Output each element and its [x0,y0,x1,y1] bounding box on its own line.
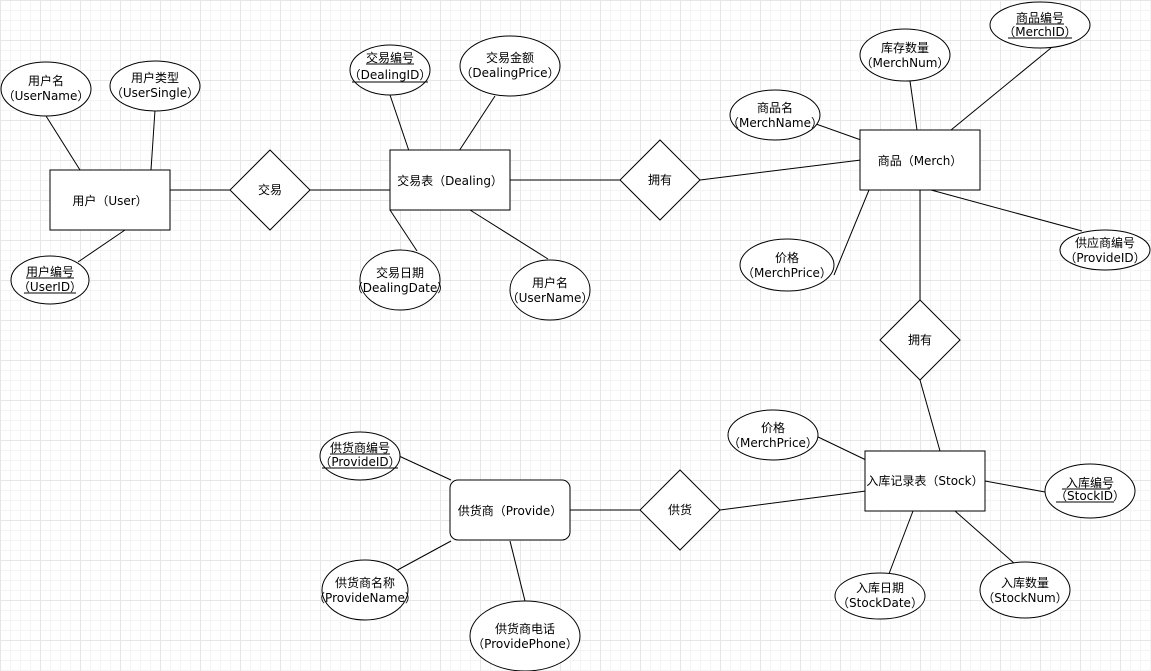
edge-provide-provideid [398,455,452,481]
relationship-supply[interactable] [639,469,721,551]
attr-merchname[interactable] [729,89,821,141]
entity-dealing[interactable] [389,149,511,211]
edge-dealing-dealingdate [389,209,418,252]
attr-stockid-l1: 入库编号 [1066,475,1114,490]
attr-dealingdate-l2: （DealingDate） [351,281,450,295]
relationship-own-stock[interactable] [879,299,961,381]
attr-dealing-username-l2: （UserName） [507,291,594,305]
attr-provideid-l2: （ProvideID） [319,455,400,469]
relationship-supply-label: 供货 [668,502,692,517]
edge-merch-merchid [950,47,1052,131]
attr-stockdate-l2: （StockDate） [837,596,923,610]
attr-userid[interactable] [10,255,90,305]
attr-merch-provideid-l2: （ProvideID） [1064,251,1145,265]
edge-dealing-username [469,209,549,260]
attr-providename-l2: （ProvideName） [313,591,417,605]
relationship-own-stock-label: 拥有 [908,333,932,347]
attr-providename-l1: 供货商名称 [335,575,395,590]
attr-stock-price-l1: 价格 [761,420,785,435]
edge-merch-merchprice [833,189,870,276]
relationship-deal[interactable] [229,149,311,231]
attr-stocknum-l1: 入库数量 [1001,575,1049,590]
attr-dealingprice-l2: （DealingPrice） [460,66,559,80]
edge-stock-stockid [984,480,1046,493]
entity-provide[interactable] [449,479,571,541]
attr-merchprice-l1: 价格 [775,250,799,265]
edge-stock-supply [719,490,867,511]
edge-stock-stocknum [954,510,1016,565]
attr-stockid-l2: （StockID） [1055,489,1125,503]
attr-dealing-username-l1: 用户名 [532,275,568,290]
edge-user-username [45,115,81,171]
entity-dealing-label: 交易表（Dealing） [397,173,503,188]
attr-stockdate[interactable] [834,572,926,620]
attr-providephone-l1: 供货商电话 [495,621,555,636]
connectors [45,47,1083,602]
attr-username-l1: 用户名 [28,73,64,88]
attr-merchnum-l2: （MerchNum） [861,56,950,70]
entity-merch-label: 商品（Merch） [878,153,963,168]
edge-dealing-dealingprice [458,95,496,152]
edge-stock-price [815,435,867,461]
attr-providename[interactable] [321,559,409,621]
entity-stock-label: 入库记录表（Stock） [866,473,983,488]
attr-stocknum[interactable] [979,561,1071,619]
attr-stockdate-l1: 入库日期 [856,580,904,595]
edge-merch-merchname [815,123,862,141]
attr-dealingprice-l1: 交易金额 [486,50,534,65]
relationship-own-merch[interactable] [619,139,701,221]
attr-stocknum-l2: （StockNum） [982,591,1067,605]
attr-merchid-l2: （MerchID） [1003,25,1076,39]
attr-merch-provideid-l1: 供应商编号 [1075,235,1135,250]
edge-merch-provideid [930,189,1083,232]
attribute-labels: 用户名 （UserName） 用户类型 （UserSingle） 用户编号 （U… [3,10,1146,651]
entity-provide-label: 供货商（Provide） [458,503,562,518]
edge-own1-merch [699,159,862,181]
edge-user-userid [77,229,126,263]
relationship-own-merch-label: 拥有 [648,173,672,187]
attr-merchprice[interactable] [739,238,835,292]
attr-dealingid-l2: （DealingID） [349,68,432,82]
entity-user[interactable] [49,169,171,231]
attr-usersingle-l2: （UserSingle） [111,86,199,100]
attr-stockid[interactable] [1044,463,1136,519]
attr-dealingid-l1: 交易编号 [366,50,414,65]
attr-usersingle[interactable] [109,60,201,112]
attr-merch-provideid[interactable] [1059,229,1151,271]
attr-userid-l1: 用户编号 [26,264,74,279]
attr-username-l2: （UserName） [3,89,90,103]
attr-dealing-username[interactable] [509,259,591,321]
attr-merchname-l2: （MerchName） [727,116,823,130]
primary-key-underlines [24,23,1114,503]
edge-dealing-dealingid [389,94,410,152]
attr-providephone-l2: （ProvidePhone） [472,637,578,651]
relationship-deal-label: 交易 [258,182,282,197]
entity-merch[interactable] [859,129,981,191]
entity-stock[interactable] [864,450,986,512]
attr-merchname-l1: 商品名 [757,100,793,115]
edge-merch-merchnum [909,80,918,131]
edge-provide-providename [391,540,452,574]
entity-user-label: 用户（User） [72,193,147,208]
attr-merchid-l1: 商品编号 [1016,10,1064,25]
attr-usersingle-l1: 用户类型 [131,70,179,85]
attr-dealingprice[interactable] [459,35,561,97]
edge-user-usersingle [150,109,156,171]
edge-provide-providephone [509,540,526,602]
attr-stock-price[interactable] [727,409,819,461]
edge-stock-stockdate [886,510,914,580]
attr-merchnum[interactable] [859,28,951,82]
attr-provideid-l1: 供货商编号 [330,440,390,455]
attr-username[interactable] [0,61,92,117]
attr-merchprice-l2: （MerchPrice） [742,266,832,280]
attr-userid-l2: （UserID） [18,280,82,294]
edge-own2-stock [919,379,941,452]
attr-dealingdate[interactable] [359,249,441,311]
attr-stock-price-l2: （MerchPrice） [728,436,818,450]
attr-providephone[interactable] [469,600,581,671]
attr-merchnum-l1: 库存数量 [881,40,929,55]
attr-dealingdate-l1: 交易日期 [376,265,424,280]
attr-merchid[interactable] [989,1,1091,49]
